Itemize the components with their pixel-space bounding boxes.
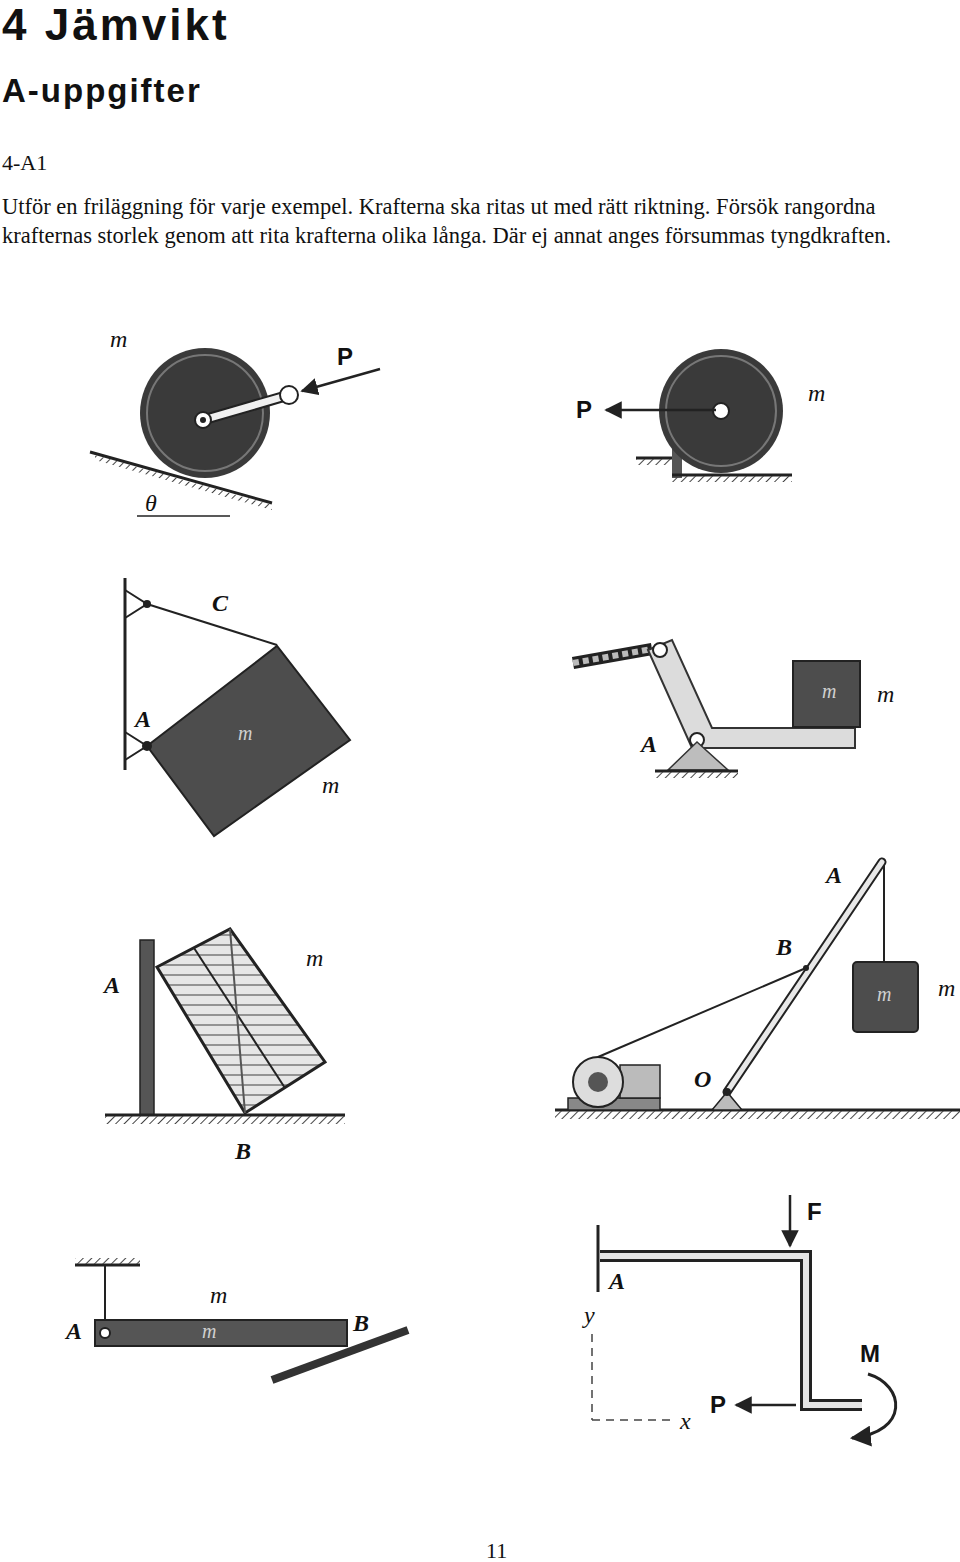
figure-part bbox=[157, 929, 325, 1113]
lever-with-box bbox=[573, 640, 860, 778]
point-label: A bbox=[609, 1268, 625, 1296]
figure-part bbox=[668, 742, 728, 770]
figure-part bbox=[600, 1256, 862, 1405]
figure-part bbox=[140, 348, 270, 478]
figure-part bbox=[95, 1320, 347, 1346]
figure-part bbox=[736, 1404, 796, 1407]
figure-part bbox=[302, 369, 380, 391]
figure-part bbox=[591, 1334, 593, 1420]
figure-part bbox=[606, 409, 716, 412]
figure-part bbox=[723, 1088, 731, 1096]
point-label: O bbox=[694, 1066, 711, 1094]
wheel-against-step bbox=[606, 349, 792, 482]
force-label: P bbox=[576, 396, 592, 424]
figure-part bbox=[104, 1265, 106, 1328]
figure-part bbox=[555, 1111, 960, 1119]
point-label: B bbox=[776, 934, 792, 962]
figure-part bbox=[573, 1057, 623, 1107]
axis-label: x bbox=[680, 1408, 691, 1436]
figure-part bbox=[203, 395, 289, 420]
angle-label: θ bbox=[145, 490, 157, 518]
figure-part bbox=[600, 1256, 862, 1405]
bar-on-incline bbox=[75, 1258, 408, 1380]
figure-part bbox=[655, 772, 738, 778]
figure-part bbox=[853, 962, 918, 1032]
mass-label: m bbox=[938, 975, 955, 1003]
figure-part bbox=[142, 741, 152, 751]
mass-label: m bbox=[210, 1282, 227, 1310]
figure-part bbox=[100, 1328, 110, 1338]
figure-part bbox=[105, 1116, 345, 1124]
instruction-text: Utför en friläggning för varje exempel. … bbox=[2, 192, 927, 250]
figure-part bbox=[793, 661, 860, 727]
point-label: A bbox=[104, 972, 120, 1000]
point-label: A bbox=[641, 731, 657, 759]
mass-label: m bbox=[877, 983, 891, 1006]
hanging-block bbox=[125, 578, 350, 836]
figure-part bbox=[803, 965, 809, 971]
figure-part bbox=[143, 600, 151, 608]
mass-label: m bbox=[306, 945, 323, 973]
figure-part bbox=[789, 1195, 792, 1246]
mass-label: m bbox=[808, 380, 825, 408]
figure-part bbox=[573, 649, 652, 663]
mass-label: m bbox=[822, 680, 836, 703]
figure-part bbox=[203, 395, 289, 420]
mass-label: m bbox=[110, 326, 127, 354]
page-number: 11 bbox=[486, 1538, 507, 1562]
figure-part bbox=[280, 386, 298, 404]
point-label: A bbox=[66, 1318, 82, 1346]
figure-part bbox=[230, 929, 245, 1113]
figure-part bbox=[598, 968, 806, 1057]
bent-bar bbox=[592, 1195, 896, 1438]
point-label: B bbox=[353, 1310, 369, 1338]
moment-label: M bbox=[860, 1340, 880, 1368]
mass-label: m bbox=[238, 722, 252, 745]
figure-part bbox=[597, 1225, 600, 1292]
force-label: F bbox=[807, 1198, 822, 1226]
figure-part bbox=[200, 417, 206, 423]
axis-label: y bbox=[584, 1302, 595, 1330]
crate-against-wall bbox=[105, 929, 345, 1124]
figure-part bbox=[620, 1065, 660, 1098]
force-label: P bbox=[710, 1391, 726, 1419]
mass-label: m bbox=[202, 1320, 216, 1343]
figure-part bbox=[653, 643, 667, 657]
figure-part bbox=[75, 1258, 140, 1264]
figure-part bbox=[648, 640, 855, 748]
figure-part bbox=[636, 459, 672, 465]
figure-part bbox=[883, 865, 885, 962]
crane-with-winch bbox=[555, 862, 960, 1119]
figure-part bbox=[672, 476, 792, 482]
figure-part bbox=[573, 649, 652, 663]
point-label: A bbox=[826, 862, 842, 890]
figure-part bbox=[195, 412, 211, 428]
figure-part bbox=[194, 948, 285, 1088]
figure-part bbox=[592, 1419, 675, 1421]
figure-part bbox=[588, 1072, 608, 1092]
figure-part bbox=[147, 646, 350, 836]
point-label: C bbox=[212, 590, 228, 618]
force-label: P bbox=[337, 343, 353, 371]
figure-part bbox=[852, 1374, 896, 1438]
figure-part bbox=[140, 940, 154, 1115]
exercise-number: 4-A1 bbox=[2, 150, 47, 175]
point-label: A bbox=[135, 706, 151, 734]
mass-label: m bbox=[877, 681, 894, 709]
point-label: B bbox=[235, 1138, 251, 1166]
figure-part bbox=[272, 1330, 408, 1380]
wheel-on-incline bbox=[90, 348, 380, 516]
section-heading: A-uppgifter bbox=[2, 72, 202, 110]
mass-label: m bbox=[322, 772, 339, 800]
chapter-heading: 4 Jämvikt bbox=[2, 0, 230, 51]
